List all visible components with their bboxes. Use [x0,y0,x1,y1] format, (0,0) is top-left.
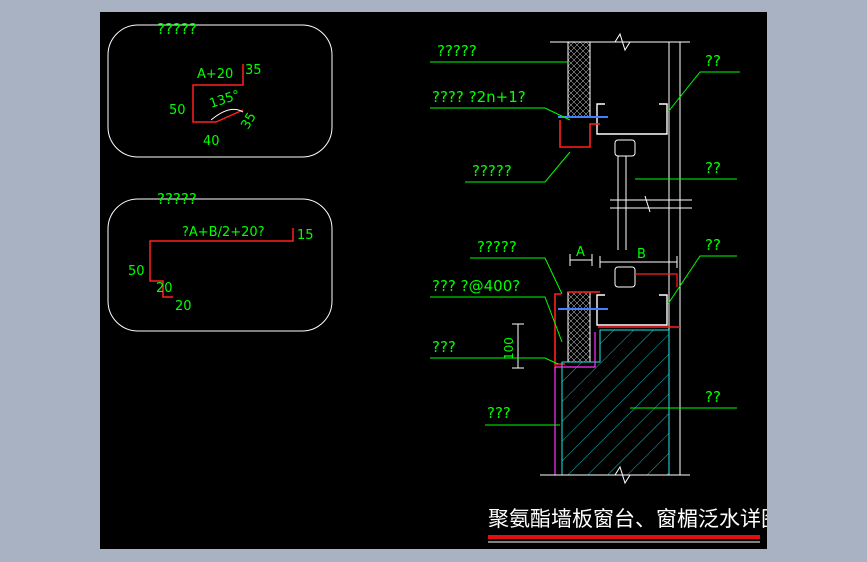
dim-angle: 135° [208,88,242,112]
leader-left-3 [465,151,571,183]
leader-left-5 [430,296,563,343]
break-symbol-mid [610,195,692,213]
lower-flashing [554,291,680,365]
flashing-profile-bottom [149,228,294,298]
upper-flashing [559,120,600,148]
dim-50-top: 50 [169,103,186,118]
dim-20-b: 20 [175,299,192,314]
label-right-1: ?? [705,52,721,70]
drawing-canvas: ????? A+20 35 50 135° 35 40 ????? ?A+B/2… [100,12,767,549]
section-drawing: A B 100 ????? ???? ?2n+1? ????? ????? ??… [430,32,740,485]
angle-arc [210,108,244,121]
break-symbol-bottom [540,465,690,485]
flashing-profile-top [192,64,244,123]
upper-purlin [596,103,668,135]
leader-left-4 [470,257,563,295]
detail-top-frame [107,24,333,158]
drawing-title: 聚氨酯墙板窗台、窗楣泛水详图 [488,507,767,531]
dim-100: 100 [502,337,516,360]
label-left-5: ??? ?@400? [432,277,520,295]
window-frame-bottom [614,266,636,288]
label-left-2: ???? ?2n+1? [432,88,526,106]
label-right-3: ?? [705,236,721,254]
dim-35-slope: 35 [238,110,259,132]
cad-drawing: ????? A+20 35 50 135° 35 40 ????? ?A+B/2… [107,20,767,543]
dim-50-bottom: 50 [128,264,145,279]
window-frame-top [614,139,636,157]
dim-b-line [599,256,678,268]
dim-a20: A+20 [197,67,233,82]
detail-bottom-label: ????? [157,190,197,208]
label-right-4: ?? [705,388,721,406]
dim-15: 15 [297,228,314,243]
leader-left-2 [430,107,571,121]
dim-a: A [576,245,585,260]
leader-left-6 [430,357,559,365]
label-left-6: ??? [432,338,456,356]
detail-bottom-frame [107,198,333,332]
break-symbol-top [614,32,631,52]
lower-purlin [596,294,668,326]
leader-right-3 [667,255,737,305]
dim-20-a: 20 [156,281,173,296]
upper-panel [567,41,591,118]
detail-top-label: ????? [157,20,197,38]
dim-b: B [637,247,646,262]
label-left-3: ????? [472,162,512,180]
dim-35-top: 35 [245,63,262,78]
flashing-detail-top: ????? A+20 35 50 135° 35 40 [107,20,333,158]
label-left-7: ??? [487,404,511,422]
label-left-4: ????? [477,238,517,256]
magenta-outline [554,332,596,475]
flashing-detail-bottom: ????? ?A+B/2+20? 15 50 20 20 [107,190,333,332]
leader-right-1 [667,71,740,113]
dim-a-line [569,254,593,266]
dim-ab: ?A+B/2+20? [182,225,265,240]
dim-100-line [512,323,524,369]
label-right-2: ?? [705,159,721,177]
label-left-1: ????? [437,42,477,60]
dim-40: 40 [203,134,220,149]
lower-panel [567,291,591,363]
